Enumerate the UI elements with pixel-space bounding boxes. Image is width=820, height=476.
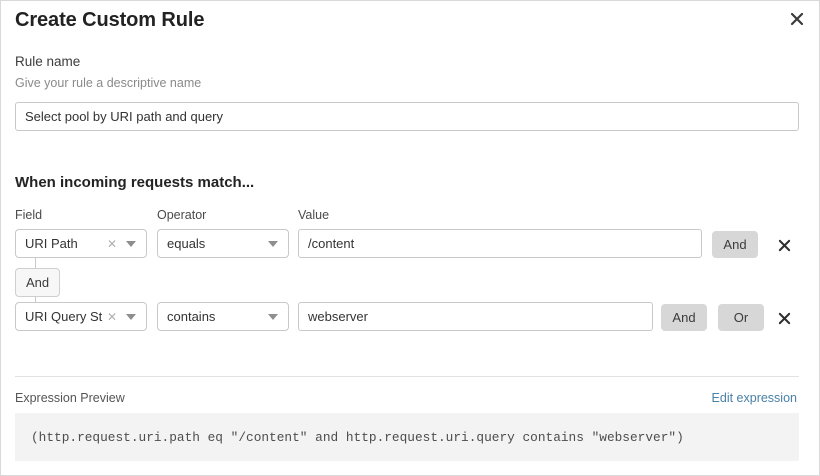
and-button-row-1[interactable]: And (712, 231, 758, 258)
close-icon[interactable] (785, 7, 809, 31)
delete-row-icon-row-1[interactable] (774, 235, 794, 255)
column-header-operator: Operator (157, 208, 207, 222)
clear-x-icon-row-1[interactable]: ✕ (106, 236, 117, 251)
field-select-value-row-2: URI Query St... (25, 309, 103, 324)
row-connector: And (15, 258, 125, 307)
delete-row-icon-row-2[interactable] (774, 308, 794, 328)
value-input-row-2[interactable] (298, 302, 653, 331)
field-select-value-row-1: URI Path (25, 236, 78, 251)
operator-select-row-1[interactable]: equals (157, 229, 289, 258)
page-title: Create Custom Rule (15, 9, 205, 31)
column-header-value: Value (298, 208, 330, 222)
connector-and-button[interactable]: And (15, 268, 61, 297)
chevron-down-icon-field-row-1 (126, 240, 136, 247)
chevron-down-icon-operator-row-1 (268, 240, 278, 247)
chevron-down-icon-operator-row-2 (268, 313, 278, 320)
section-divider (15, 376, 799, 377)
match-section-heading: When incoming requests match... (15, 174, 255, 191)
connector-line-top (35, 258, 36, 268)
rule-name-input[interactable] (15, 102, 799, 131)
field-select-row-2[interactable]: URI Query St... ✕ (15, 302, 147, 331)
value-input-row-1[interactable] (298, 229, 702, 258)
expression-preview-text: (http.request.uri.path eq "/content" and… (31, 429, 684, 445)
connector-line-bottom (35, 297, 36, 305)
field-select-row-1[interactable]: URI Path ✕ (15, 229, 147, 258)
operator-select-value-row-1: equals (167, 236, 206, 251)
operator-select-row-2[interactable]: contains (157, 302, 289, 331)
clear-x-icon-row-2[interactable]: ✕ (106, 309, 117, 324)
chevron-down-icon-field-row-2 (126, 313, 136, 320)
operator-select-value-row-2: contains (167, 309, 216, 324)
expression-preview-label: Expression Preview (15, 391, 125, 405)
rule-name-help-text: Give your rule a descriptive name (15, 76, 202, 90)
or-button-row-2[interactable]: Or (718, 304, 764, 331)
edit-expression-link[interactable]: Edit expression (711, 391, 797, 405)
expression-preview-box: (http.request.uri.path eq "/content" and… (15, 413, 799, 461)
and-button-row-2[interactable]: And (661, 304, 707, 331)
column-header-field: Field (15, 208, 43, 222)
rule-name-label: Rule name (15, 54, 81, 69)
